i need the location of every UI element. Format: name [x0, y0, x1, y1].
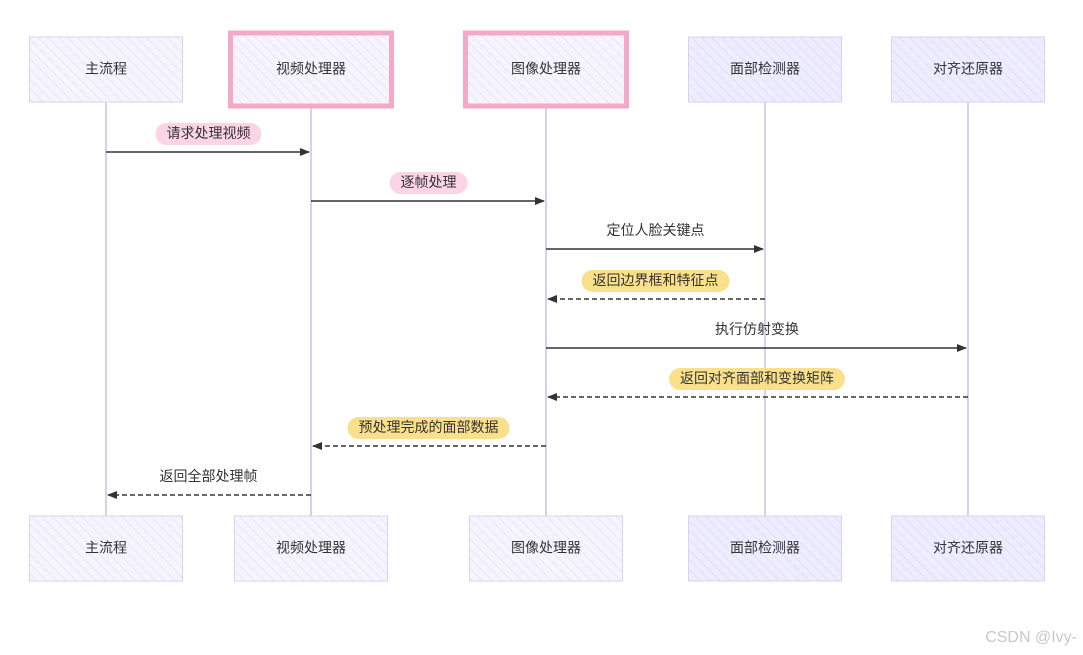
- actor-box: [234, 515, 388, 582]
- message-label: 定位人脸关键点: [607, 223, 705, 239]
- actor-label: 面部检测器: [730, 62, 800, 78]
- actor-label: 主流程: [85, 541, 127, 557]
- actor-label: 面部检测器: [730, 541, 800, 557]
- actor-video-bottom: 视频处理器: [234, 515, 388, 582]
- message-label: 请求处理视频: [167, 126, 251, 142]
- message-label-bg: [155, 123, 262, 145]
- watermark: CSDN @Ivy-: [985, 629, 1077, 646]
- actor-image-bottom: 图像处理器: [469, 515, 623, 582]
- message-label: 返回边界框和特征点: [593, 273, 719, 289]
- actor-box: [469, 515, 623, 582]
- actor-box: [29, 36, 183, 103]
- actor-video-top: 视频处理器: [228, 30, 394, 109]
- actor-label: 图像处理器: [511, 541, 581, 557]
- message-5: 执行仿射变换: [546, 321, 967, 352]
- message-3: 定位人脸关键点: [546, 223, 764, 253]
- actor-label: 视频处理器: [276, 62, 346, 78]
- actor-label: 视频处理器: [276, 541, 346, 557]
- actor-label: 对齐还原器: [933, 541, 1003, 557]
- actor-label: 主流程: [85, 62, 127, 78]
- actor-box-highlight: [228, 30, 394, 109]
- message-4: 返回边界框和特征点: [547, 270, 765, 303]
- message-2: 逐帧处理: [311, 172, 545, 205]
- actor-align-bottom: 对齐还原器: [891, 515, 1045, 582]
- message-1: 请求处理视频: [106, 123, 310, 156]
- actor-box: [29, 515, 183, 582]
- actor-align-top: 对齐还原器: [891, 36, 1045, 103]
- message-6: 返回对齐面部和变换矩阵: [547, 368, 968, 401]
- message-label-bg: [581, 270, 730, 292]
- message-label: 预处理完成的面部数据: [359, 420, 499, 436]
- actor-main-bottom: 主流程: [29, 515, 183, 582]
- actor-label: 对齐还原器: [933, 62, 1003, 78]
- actor-box: [688, 36, 842, 103]
- message-8: 返回全部处理帧: [107, 468, 311, 499]
- message-label-bg: [347, 417, 510, 439]
- actor-box: [688, 515, 842, 582]
- actor-box-highlight: [463, 30, 629, 109]
- actor-image-top: 图像处理器: [463, 30, 629, 109]
- message-7: 预处理完成的面部数据: [312, 417, 546, 450]
- actor-face-top: 面部检测器: [688, 36, 842, 103]
- actor-main-top: 主流程: [29, 36, 183, 103]
- actor-box: [891, 36, 1045, 103]
- message-label: 执行仿射变换: [715, 321, 799, 338]
- message-label-bg: [669, 368, 845, 390]
- actor-label: 图像处理器: [511, 62, 581, 78]
- message-label: 逐帧处理: [401, 175, 457, 191]
- actor-box: [891, 515, 1045, 582]
- message-label-bg: [389, 172, 468, 194]
- message-label: 返回对齐面部和变换矩阵: [680, 370, 834, 387]
- actor-face-bottom: 面部检测器: [688, 515, 842, 582]
- message-label: 返回全部处理帧: [160, 468, 258, 485]
